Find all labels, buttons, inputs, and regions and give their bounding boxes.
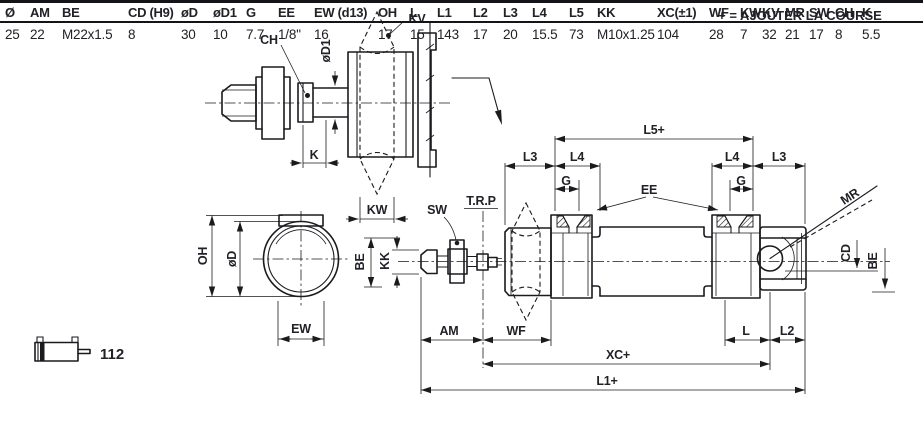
- technical-drawing: CH KV øD1 K KW OH øD EW: [34, 8, 895, 394]
- table-header-cell: L4: [532, 4, 547, 20]
- label-trp: T.R.P: [466, 194, 496, 208]
- table-header-cell: KK: [597, 4, 616, 20]
- main-view-cylinder: SW T.R.P BE KK L5+ L3 L4 L4 L3 G G EE MR…: [353, 123, 895, 394]
- label-kk: KK: [378, 252, 392, 270]
- label-cd: CD: [839, 244, 853, 262]
- label-xc: XC+: [606, 348, 630, 362]
- label-ee: EE: [641, 183, 657, 197]
- table-value-cell: 73: [569, 27, 584, 42]
- table-header-cell: EE: [278, 4, 295, 20]
- table-value-cell: 10: [213, 27, 228, 42]
- label-l1: L1+: [596, 374, 617, 388]
- stroke-note: + = AJOUTER LA COURSE: [718, 8, 882, 23]
- table-value-cell: 15.5: [532, 27, 558, 42]
- dimension-table: Ø AM BE CD (H9) øD øD1 G EE EW (d13) OH L L1 L2 L3 L4 L…: [0, 0, 923, 42]
- detail-view-rod-end: CH KV øD1 K KW: [205, 10, 502, 223]
- table-value-cell: 22: [30, 27, 45, 42]
- table-value-cell: 28: [709, 27, 724, 42]
- table-header-cell: KV: [762, 4, 780, 20]
- table-value-cell: 16: [314, 27, 329, 42]
- table-header-cell: L1: [437, 4, 452, 20]
- table-header-cell: OH: [378, 4, 397, 20]
- table-value-cell: 7: [740, 27, 748, 42]
- table-header-cell: Ø: [5, 4, 15, 20]
- table-header-cell: BE: [62, 4, 80, 20]
- table-value-cell: 143: [437, 27, 459, 42]
- table-value-cell: 20: [503, 27, 518, 42]
- table-value-cell: 8: [835, 27, 843, 42]
- label-l4-left: L4: [570, 150, 584, 164]
- table-header-cell: L: [410, 4, 418, 20]
- label-be-left: BE: [353, 254, 367, 271]
- table-header-cell: KW: [740, 4, 762, 20]
- end-view: OH øD EW: [196, 211, 349, 346]
- label-sw: SW: [427, 203, 447, 217]
- table-value-cell: 8: [128, 27, 136, 42]
- label-g-left: G: [561, 174, 571, 188]
- table-header-row: Ø AM BE CD (H9) øD øD1 G EE EW (d13) OH L L1 L2 L3 L4 L…: [0, 3, 923, 23]
- table-value-cell: 17: [473, 27, 488, 42]
- table-value-cell: 30: [181, 27, 196, 42]
- series-pictogram-icon: [34, 336, 91, 362]
- label-am: AM: [439, 324, 458, 338]
- label-l5: L5+: [643, 123, 664, 137]
- table-header-cell: øD: [181, 4, 198, 20]
- table-header-cell: L5: [569, 4, 584, 20]
- table-value-cell: 15: [410, 27, 425, 42]
- table-header-cell: L2: [473, 4, 488, 20]
- label-k: K: [310, 148, 319, 162]
- table-value-cell: 17: [378, 27, 393, 42]
- table-header-cell: CD (H9): [128, 4, 174, 20]
- label-l3-right: L3: [772, 150, 786, 164]
- label-wf: WF: [506, 324, 526, 338]
- label-oh: OH: [196, 247, 210, 266]
- table-value-cell: 5.5: [862, 27, 881, 42]
- label-l: L: [742, 324, 750, 338]
- table-value-cell: 32: [762, 27, 777, 42]
- table-header-cell: MR: [785, 4, 805, 20]
- label-ch: CH: [260, 33, 278, 47]
- label-ew: EW: [291, 322, 311, 336]
- series-number: 112: [100, 346, 124, 363]
- table-header-cell: L3: [503, 4, 518, 20]
- label-kw-detail: KW: [367, 203, 388, 217]
- label-od: øD: [225, 251, 239, 267]
- table-value-cell: 1/8'': [278, 27, 301, 42]
- table-value-row: 25 22 M22x1.5 8 30 10 7.7 1/8'' 16 17 15 143 17 20 15.…: [0, 23, 923, 42]
- table-value-cell: 104: [657, 27, 679, 42]
- label-l4-right: L4: [725, 150, 739, 164]
- label-g-right: G: [736, 174, 746, 188]
- table-header-cell: SW: [809, 4, 830, 20]
- table-value-cell: 21: [785, 27, 800, 42]
- label-l2: L2: [780, 324, 794, 338]
- table-header-cell: AM: [30, 4, 50, 20]
- table-value-cell: M22x1.5: [62, 27, 113, 42]
- table-header-cell: G: [246, 4, 256, 20]
- table-header-cell: EW (d13): [314, 4, 368, 20]
- table-header-cell: WF: [709, 4, 729, 20]
- table-header-cell: øD1: [213, 4, 237, 20]
- label-l3-left: L3: [523, 150, 537, 164]
- table-value-cell: 25: [5, 27, 20, 42]
- table-value-cell: M10x1.25: [597, 27, 655, 42]
- table-header-cell: K: [862, 4, 872, 20]
- table-header-cell: XC(±1): [657, 4, 697, 20]
- label-be-right: BE: [866, 253, 880, 270]
- table-header-cell: CH: [835, 4, 854, 20]
- label-od1: øD1: [319, 39, 333, 62]
- table-value-cell: 7.7: [246, 27, 265, 42]
- label-mr: MR: [838, 185, 862, 207]
- table-value-cell: 17: [809, 27, 824, 42]
